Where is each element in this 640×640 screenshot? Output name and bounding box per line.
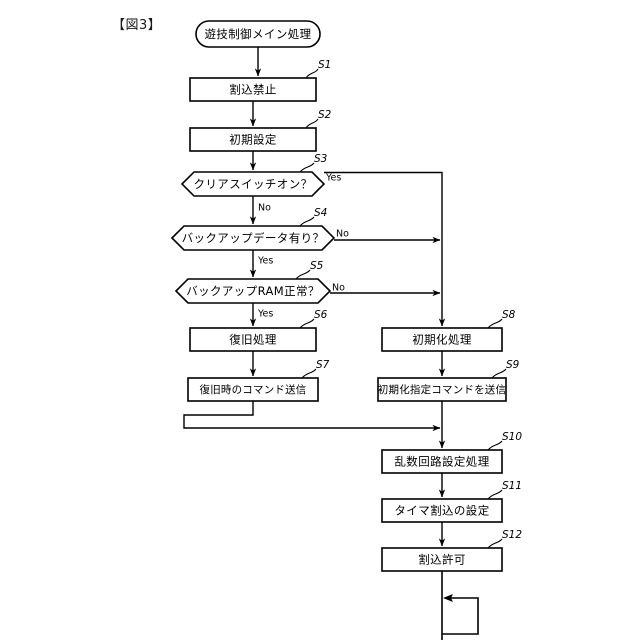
node-s12[interactable]: 割込許可 [381, 547, 503, 572]
leader-s1 [305, 68, 319, 79]
step-label-s11: S11 [502, 480, 522, 492]
branch-label-s4-no: No [336, 229, 349, 240]
node-s4[interactable]: バックアップデータ有り？ [170, 225, 336, 251]
step-label-s1: S1 [318, 59, 331, 71]
node-s11-label: タイマ割込の設定 [394, 504, 489, 518]
step-label-s7: S7 [316, 359, 330, 371]
branch-label-s3-no: No [258, 203, 271, 214]
leader-s10 [487, 440, 503, 451]
branch-label-s5-no: No [332, 283, 345, 294]
leader-s7 [301, 368, 317, 379]
node-s5-label: バックアップRAM正常？ [186, 284, 320, 298]
step-label-s12: S12 [502, 529, 522, 541]
leader-s6 [299, 318, 315, 329]
node-s4-label: バックアップデータ有り？ [182, 231, 325, 245]
leader-s5 [295, 269, 311, 280]
node-s5[interactable]: バックアップRAM正常？ [174, 278, 332, 304]
leader-s4 [299, 216, 315, 227]
step-label-s5: S5 [310, 260, 324, 272]
node-s10-label: 乱数回路設定処理 [394, 455, 489, 469]
step-label-s3: S3 [314, 153, 327, 165]
node-s8-label: 初期化処理 [412, 333, 472, 347]
leader-s9 [491, 368, 507, 379]
node-s6-label: 復旧処理 [229, 333, 277, 347]
step-label-s6: S6 [314, 309, 328, 321]
node-s11[interactable]: タイマ割込の設定 [381, 498, 503, 523]
step-label-s2: S2 [318, 109, 332, 121]
step-label-s9: S9 [506, 359, 520, 371]
node-start-label: 遊技制御メイン処理 [204, 27, 311, 41]
node-s2[interactable]: 初期設定 [189, 127, 317, 152]
loop-back-arrowhead [443, 594, 453, 602]
figure-number-label: 【図3】 [112, 18, 162, 33]
branch-label-s4-yes: Yes [257, 256, 273, 267]
step-label-s10: S10 [502, 431, 522, 443]
node-s2-label: 初期設定 [229, 133, 277, 147]
step-label-s8: S8 [502, 309, 516, 321]
node-s10[interactable]: 乱数回路設定処理 [381, 449, 503, 474]
branch-label-s5-yes: Yes [257, 309, 273, 320]
node-s6[interactable]: 復旧処理 [189, 327, 317, 352]
node-s9-label: 初期化指定コマンドを送信 [378, 383, 506, 396]
node-s3-label: クリアスイッチオン？ [194, 177, 313, 191]
node-s3[interactable]: クリアスイッチオン？ [180, 171, 326, 197]
loop-back-path [442, 597, 479, 635]
node-s8[interactable]: 初期化処理 [381, 327, 503, 352]
step-label-s4: S4 [314, 207, 327, 219]
leader-s3 [299, 162, 315, 173]
branch-label-s3-yes: Yes [325, 173, 341, 184]
node-start[interactable]: 遊技制御メイン処理 [195, 20, 321, 48]
node-s7-label: 復旧時のコマンド送信 [200, 383, 307, 396]
connector-s7-to-s10 [183, 401, 441, 432]
node-s1[interactable]: 割込禁止 [189, 77, 317, 102]
node-s9[interactable]: 初期化指定コマンドを送信 [377, 377, 507, 402]
connector-s3-yes-to-s8 [324, 171, 446, 327]
leader-s12 [487, 538, 503, 549]
node-s12-label: 割込許可 [418, 553, 466, 567]
leader-s8 [487, 318, 503, 329]
node-s7[interactable]: 復旧時のコマンド送信 [187, 377, 319, 402]
node-s1-label: 割込禁止 [229, 83, 277, 97]
leader-s2 [305, 118, 319, 129]
leader-s11 [487, 489, 503, 500]
